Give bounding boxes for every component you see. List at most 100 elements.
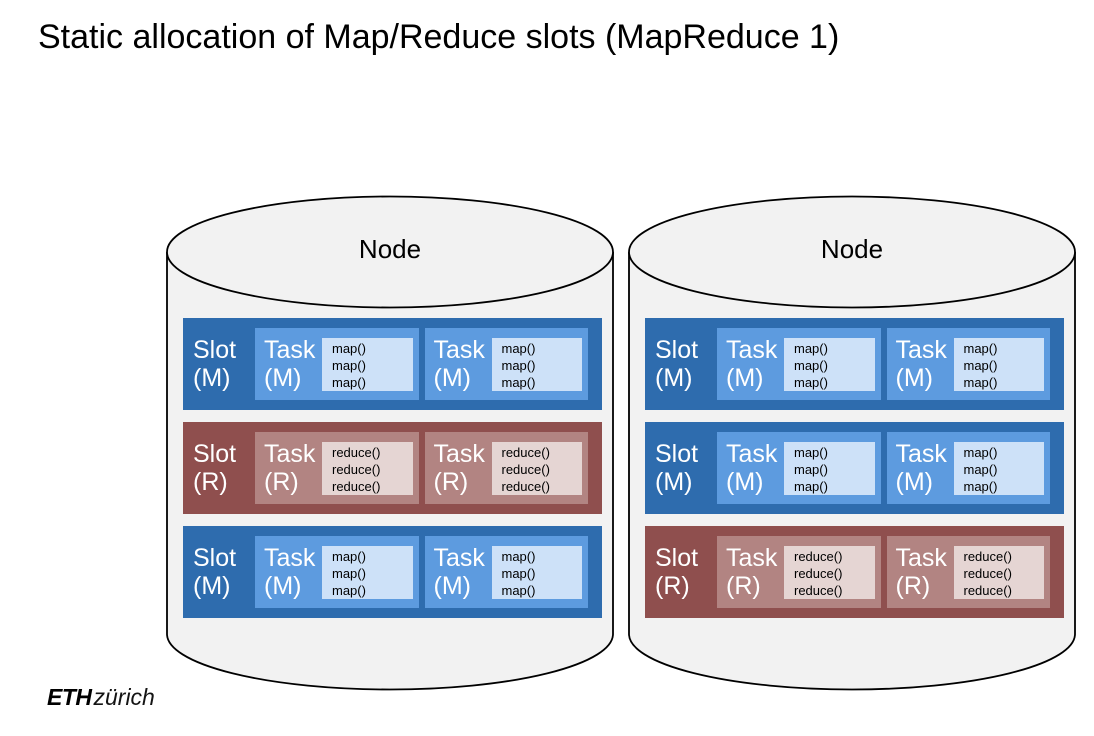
- code-line: map(): [332, 548, 366, 564]
- code-line: map(): [501, 582, 536, 598]
- slot-bar: Slot (M) Task (M) map()map()map() Task (…: [183, 526, 602, 618]
- code-line: map(): [501, 374, 536, 390]
- code-line: reduce(): [794, 548, 843, 564]
- code-line: map(): [501, 340, 536, 356]
- slot-bar: Slot (R) Task (R) reduce()reduce()reduce…: [645, 526, 1064, 618]
- task-code-box: map()map()map(): [953, 337, 1044, 391]
- task-label: Task (M): [896, 336, 954, 392]
- slot-bar: Slot (M) Task (M) map()map()map() Task (…: [183, 318, 602, 410]
- task-label-line1: Task: [264, 544, 316, 572]
- task-label-line2: (M): [726, 468, 764, 496]
- task-label: Task (R): [896, 544, 954, 600]
- task-label-line2: (M): [433, 572, 471, 600]
- code-line: reduce(): [794, 565, 843, 581]
- code-line: map(): [501, 357, 536, 373]
- code-line: map(): [963, 444, 998, 460]
- code-line: map(): [963, 461, 998, 477]
- task-box: Task (M) map()map()map(): [886, 432, 1050, 504]
- eth-logo-city: zürich: [93, 684, 155, 710]
- eth-logo-wordmark: ETH: [47, 684, 92, 710]
- task-box: Task (M) map()map()map(): [424, 328, 588, 400]
- task-code-box: map()map()map(): [322, 337, 413, 391]
- slot-label: Slot (M): [655, 336, 711, 392]
- task-label: Task (M): [264, 336, 322, 392]
- slot-label-line2: (M): [193, 572, 231, 600]
- task-code-box: reduce()reduce()reduce(): [784, 545, 875, 599]
- code-line: map(): [963, 357, 998, 373]
- task-label: Task (M): [896, 440, 954, 496]
- task-label: Task (M): [434, 544, 492, 600]
- slot-label-line2: (M): [655, 468, 693, 496]
- eth-zurich-logo: ETHzürich: [47, 684, 155, 711]
- code-line: map(): [963, 478, 998, 494]
- task-label-line1: Task: [895, 544, 947, 572]
- task-code-box: map()map()map(): [491, 545, 582, 599]
- code-line: map(): [501, 548, 536, 564]
- task-code-box: reduce()reduce()reduce(): [322, 441, 413, 495]
- task-box: Task (R) reduce()reduce()reduce(): [255, 432, 419, 504]
- task-label-line2: (M): [264, 364, 302, 392]
- code-line: map(): [501, 565, 536, 581]
- task-label: Task (R): [264, 440, 322, 496]
- task-code-box: map()map()map(): [953, 441, 1044, 495]
- node-label: Node: [358, 234, 422, 264]
- code-line: reduce(): [501, 461, 550, 477]
- code-line: map(): [794, 340, 828, 356]
- task-label-line2: (M): [895, 364, 933, 392]
- task-box: Task (M) map()map()map(): [717, 432, 881, 504]
- task-label: Task (R): [434, 440, 492, 496]
- task-label: Task (M): [726, 440, 784, 496]
- slot-label: Slot (M): [193, 336, 249, 392]
- code-line: reduce(): [332, 444, 381, 460]
- task-label: Task (M): [434, 336, 492, 392]
- code-line: reduce(): [794, 582, 843, 598]
- slot-list: Slot (M) Task (M) map()map()map() Task (…: [645, 318, 1064, 618]
- code-line: map(): [332, 565, 366, 581]
- slot-label-line2: (R): [655, 572, 690, 600]
- task-label-line1: Task: [433, 440, 485, 468]
- task-box: Task (M) map()map()map(): [424, 536, 588, 608]
- task-box: Task (M) map()map()map(): [255, 536, 419, 608]
- slot-label: Slot (M): [193, 544, 249, 600]
- slot-label-line2: (M): [655, 364, 693, 392]
- slot-label-line1: Slot: [193, 336, 237, 364]
- code-line: map(): [794, 461, 828, 477]
- slot-label-line1: Slot: [655, 544, 699, 572]
- code-line: reduce(): [963, 582, 1012, 598]
- code-line: reduce(): [963, 548, 1012, 564]
- code-line: reduce(): [332, 478, 381, 494]
- task-label-line1: Task: [895, 336, 947, 364]
- task-label: Task (M): [264, 544, 322, 600]
- task-label-line2: (R): [264, 468, 299, 496]
- slot-label-line1: Slot: [655, 440, 699, 468]
- node-cylinder: Node Slot (M) Task (M) map()map()map() T…: [628, 195, 1076, 691]
- task-code-box: map()map()map(): [784, 441, 875, 495]
- slot-bar: Slot (M) Task (M) map()map()map() Task (…: [645, 422, 1064, 514]
- task-label-line1: Task: [433, 544, 485, 572]
- task-label-line1: Task: [726, 544, 778, 572]
- cylinder-top-ellipse: [166, 195, 614, 309]
- slot-bar: Slot (R) Task (R) reduce()reduce()reduce…: [183, 422, 602, 514]
- code-line: reduce(): [501, 444, 550, 460]
- task-code-box: map()map()map(): [784, 337, 875, 391]
- task-box: Task (M) map()map()map(): [886, 328, 1050, 400]
- code-line: reduce(): [963, 565, 1012, 581]
- slot-label-line1: Slot: [193, 440, 237, 468]
- slide-title: Static allocation of Map/Reduce slots (M…: [38, 18, 840, 56]
- task-label-line1: Task: [264, 440, 316, 468]
- task-code-box: reduce()reduce()reduce(): [953, 545, 1044, 599]
- task-box: Task (R) reduce()reduce()reduce(): [424, 432, 588, 504]
- task-box: Task (M) map()map()map(): [717, 328, 881, 400]
- code-line: reduce(): [332, 461, 381, 477]
- code-line: map(): [332, 582, 366, 598]
- code-line: map(): [794, 478, 828, 494]
- task-label: Task (M): [726, 336, 784, 392]
- task-label: Task (R): [726, 544, 784, 600]
- slot-label: Slot (R): [655, 544, 711, 600]
- code-line: map(): [963, 340, 998, 356]
- task-label-line1: Task: [433, 336, 485, 364]
- slot-label: Slot (M): [655, 440, 711, 496]
- slot-label-line1: Slot: [655, 336, 699, 364]
- slot-label-line2: (M): [193, 364, 231, 392]
